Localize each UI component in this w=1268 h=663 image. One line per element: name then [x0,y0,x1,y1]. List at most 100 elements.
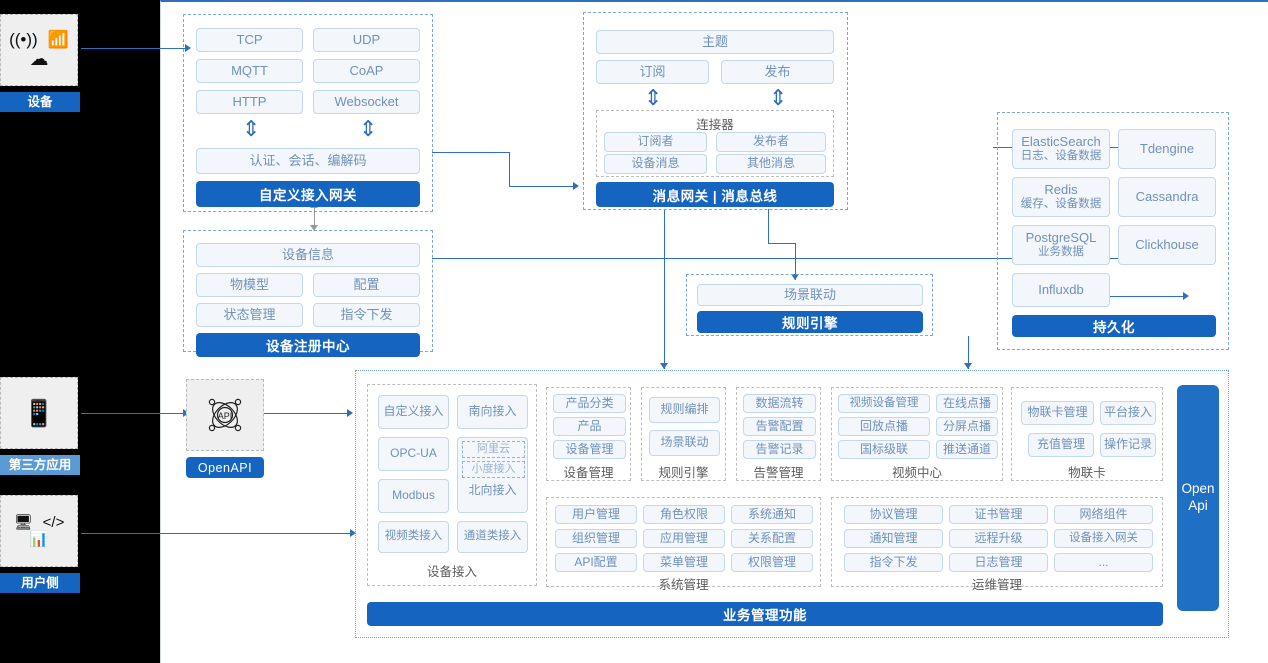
rule-engine-bar[interactable]: 规则引擎 [697,311,923,333]
group-title-video-center: 视频中心 [891,466,942,480]
sm-chip-app[interactable]: 应用管理 [643,529,725,548]
sm-chip-relation[interactable]: 关系配置 [731,529,813,548]
protocol-chip-http[interactable]: HTTP [196,90,303,114]
connector-gateway-registry [314,205,316,231]
store-tdengine[interactable]: Tdengine [1118,129,1216,169]
store-influxdb[interactable]: Influxdb [1012,273,1110,307]
om-chip-network[interactable]: 网络组件 [1054,505,1153,524]
connector-rule-to-persistence [1093,296,1187,298]
store-postgresql[interactable]: PostgreSQL 业务数据 [1012,225,1110,265]
access-chip-xiaodu[interactable]: 小度接入 [462,461,525,478]
registry-chip-command[interactable]: 指令下发 [313,303,420,327]
updown-arrow-pub-icon: ⇕ [769,86,788,111]
access-chip-southbound[interactable]: 南向接入 [457,395,528,429]
persistence-bar[interactable]: 持久化 [1012,315,1216,337]
vc-chip-gb-cascade[interactable]: 国标级联 [838,440,930,459]
sm-chip-menu[interactable]: 菜单管理 [643,553,725,572]
access-chip-northbound[interactable]: 北向接入 [468,483,517,497]
connector-chip-subscriber[interactable]: 订阅者 [604,132,707,152]
message-bus-bar[interactable]: 消息网关 | 消息总线 [596,182,834,207]
store-elasticsearch[interactable]: ElasticSearch 日志、设备数据 [1012,129,1110,169]
access-chip-video[interactable]: 视频类接入 [378,521,449,553]
dm-chip-product[interactable]: 产品 [553,417,626,436]
access-chip-aliyun[interactable]: 阿里云 [462,441,525,458]
registry-chip-config[interactable]: 配置 [313,273,420,297]
dm-chip-product-category[interactable]: 产品分类 [553,394,626,413]
store-sub-redis: 缓存、设备数据 [1020,197,1102,210]
store-name-elasticsearch: ElasticSearch [1021,133,1101,149]
message-publish-chip[interactable]: 发布 [721,60,834,84]
vc-chip-push-channel[interactable]: 推送通道 [936,440,998,459]
dm-chip-device-management[interactable]: 设备管理 [553,440,626,459]
access-northbound-box[interactable]: 阿里云 小度接入 北向接入 [457,437,528,513]
access-chip-channel[interactable]: 通道类接入 [457,521,528,553]
openapi-label[interactable]: OpenAPI [186,457,264,478]
arrow-down-registry [310,225,318,231]
access-chip-custom[interactable]: 自定义接入 [378,395,449,429]
re-chip-scene[interactable]: 场景联动 [649,430,720,456]
store-sub-elasticsearch: 日志、设备数据 [1020,149,1102,162]
connector-chip-publisher[interactable]: 发布者 [716,132,826,152]
om-chip-device-gateway[interactable]: 设备接入网关 [1054,529,1153,548]
arrow-openapi-to-business [347,409,353,417]
gateway-group: TCP UDP MQTT CoAP HTTP Websocket ⇕ ⇕ 认证、… [183,14,433,212]
business-management-bar[interactable]: 业务管理功能 [367,602,1163,626]
wifi-signal-icon: ((•)) [9,30,38,49]
open-api-vertical-bar[interactable]: Open Api [1177,385,1219,611]
om-chip-notify[interactable]: 通知管理 [844,529,943,548]
am-chip-alarm-config[interactable]: 告警配置 [743,417,816,436]
registry-bar[interactable]: 设备注册中心 [196,333,420,357]
protocol-chip-mqtt[interactable]: MQTT [196,59,303,83]
connector-openapi-to-business [264,413,350,415]
protocol-chip-udp[interactable]: UDP [313,28,420,52]
registry-group: 设备信息 物模型 配置 状态管理 指令下发 设备注册中心 [183,230,433,357]
group-system-management: 用户管理 角色权限 系统通知 组织管理 应用管理 关系配置 API配置 菜单管理… [546,497,821,592]
sm-chip-api[interactable]: API配置 [555,553,637,572]
rail-label-user-side: 用户侧 [0,573,80,593]
vc-chip-split-screen[interactable]: 分屏点播 [936,417,998,436]
om-chip-command[interactable]: 指令下发 [844,553,943,572]
sm-chip-role[interactable]: 角色权限 [643,505,725,524]
connector-chip-other-message[interactable]: 其他消息 [716,154,826,174]
svg-text:API: API [218,411,233,421]
vc-chip-live[interactable]: 在线点播 [936,394,998,413]
registry-chip-thing-model[interactable]: 物模型 [196,273,303,297]
message-subscribe-chip[interactable]: 订阅 [596,60,709,84]
am-chip-data-flow[interactable]: 数据流转 [743,394,816,413]
business-group: 自定义接入 南向接入 OPC-UA Modbus 阿里云 小度接入 北向接入 视… [355,370,1229,638]
om-chip-more[interactable]: ... [1054,553,1153,572]
sm-chip-org[interactable]: 组织管理 [555,529,637,548]
gateway-middle-chip[interactable]: 认证、会话、编解码 [196,148,420,174]
vc-chip-device-management[interactable]: 视频设备管理 [838,394,930,413]
gateway-bar[interactable]: 自定义接入网关 [196,181,420,207]
om-chip-protocol[interactable]: 协议管理 [844,505,943,524]
rule-scene-chip[interactable]: 场景联动 [697,284,923,306]
iot-chip-recharge[interactable]: 充值管理 [1028,433,1094,457]
connector-chip-device-message[interactable]: 设备消息 [604,154,707,174]
om-chip-log[interactable]: 日志管理 [949,553,1048,572]
access-chip-modbus[interactable]: Modbus [378,479,449,513]
rail-label-third-party: 第三方应用 [0,455,80,475]
store-redis[interactable]: Redis 缓存、设备数据 [1012,177,1110,217]
registry-info-chip[interactable]: 设备信息 [196,243,420,267]
iot-chip-operation-log[interactable]: 操作记录 [1100,433,1156,457]
message-topic-chip[interactable]: 主题 [596,30,834,54]
om-chip-ota[interactable]: 远程升级 [949,529,1048,548]
re-chip-orchestration[interactable]: 规则编排 [649,397,720,423]
sm-chip-notice[interactable]: 系统通知 [731,505,813,524]
registry-chip-status[interactable]: 状态管理 [196,303,303,327]
protocol-chip-tcp[interactable]: TCP [196,28,303,52]
protocol-chip-websocket[interactable]: Websocket [313,90,420,114]
protocol-chip-coap[interactable]: CoAP [313,59,420,83]
vc-chip-playback[interactable]: 回放点播 [838,417,930,436]
iot-chip-card-management[interactable]: 物联卡管理 [1021,401,1094,425]
store-clickhouse[interactable]: Clickhouse [1118,225,1216,265]
sm-chip-permission[interactable]: 权限管理 [731,553,813,572]
iot-chip-platform-access[interactable]: 平台接入 [1100,401,1156,425]
sm-chip-user[interactable]: 用户管理 [555,505,637,524]
access-chip-opcua[interactable]: OPC-UA [378,437,449,471]
rail-label-device: 设备 [0,92,80,112]
store-cassandra[interactable]: Cassandra [1118,177,1216,217]
am-chip-alarm-record[interactable]: 告警记录 [743,440,816,459]
om-chip-cert[interactable]: 证书管理 [949,505,1048,524]
